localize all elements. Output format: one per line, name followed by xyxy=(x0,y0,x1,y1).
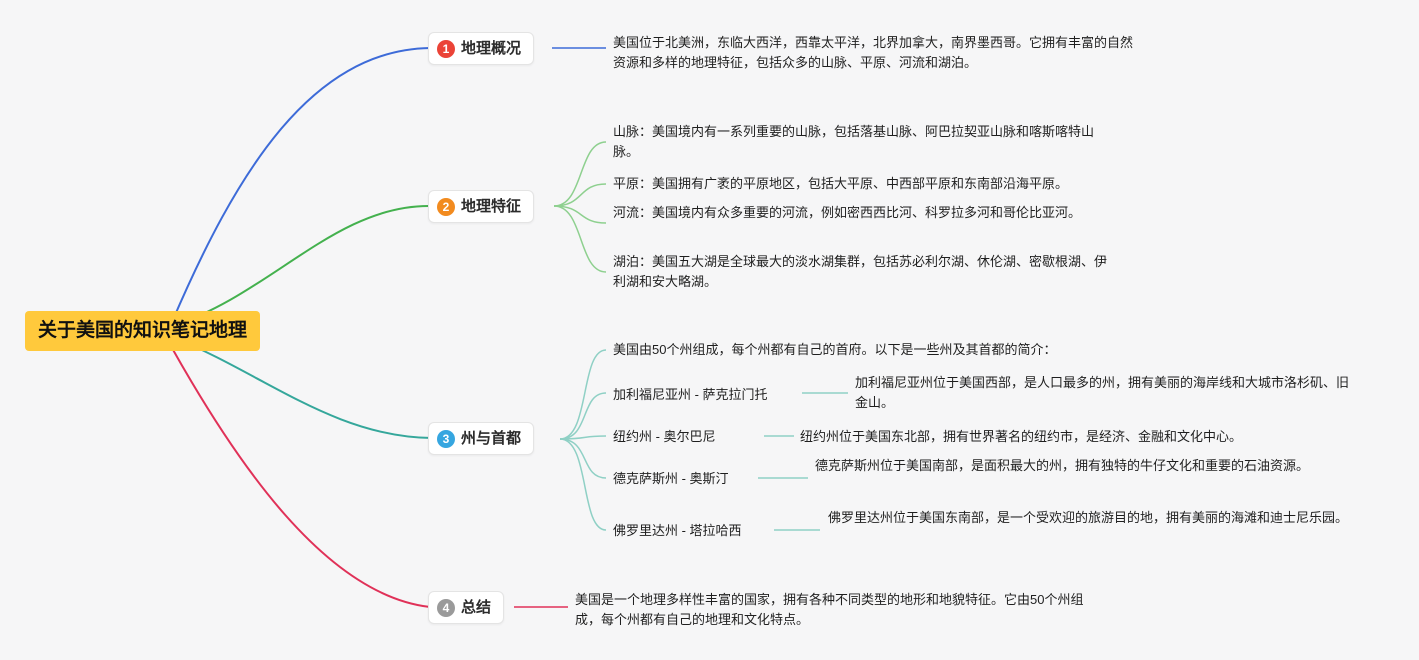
branch3-sub-curve-california xyxy=(559,392,607,440)
branch4-label: 总结 xyxy=(461,599,492,616)
feature-node-rivers[interactable]: 河流：美国境内有众多重要的河流，例如密西西比河、科罗拉多河和哥伦比亚河。 xyxy=(613,205,1082,220)
branch-node-geography-features[interactable]: 2 地理特征 xyxy=(428,190,535,223)
branch-node-geography-overview[interactable]: 1 地理概况 xyxy=(428,32,535,65)
branch3-curve xyxy=(174,337,433,439)
state-node-california[interactable]: 加利福尼亚州 - 萨克拉门托 xyxy=(613,387,768,402)
state-node-texas[interactable]: 德克萨斯州 - 奥斯汀 xyxy=(613,471,729,486)
feature-node-plains[interactable]: 平原：美国拥有广袤的平原地区，包括大平原、中西部平原和东南部沿海平原。 xyxy=(613,176,1069,191)
branch-node-states-capitals[interactable]: 3 州与首都 xyxy=(428,422,535,455)
branch1-text-node[interactable]: 美国位于北美洲，东临大西洋，西靠太平洋，北界加拿大，南界墨西哥。它拥有丰富的自然… xyxy=(613,35,1134,70)
branch1-label: 地理概况 xyxy=(461,40,522,57)
root-node[interactable]: 关于美国的知识笔记地理 xyxy=(25,311,261,351)
branch3-number-badge: 3 xyxy=(437,429,455,448)
feature-node-mountains[interactable]: 山脉：美国境内有一系列重要的山脉，包括落基山脉、阿巴拉契亚山脉和喀斯喀特山脉。 xyxy=(613,124,1095,159)
branch2-sub-curve-lakes xyxy=(553,205,607,273)
branch3-label: 州与首都 xyxy=(461,430,522,447)
branch2-sub-curve-rivers xyxy=(553,205,607,224)
branch2-label: 地理特征 xyxy=(461,198,522,215)
branch3-sub-curve-texas xyxy=(559,438,607,479)
state-desc-texas[interactable]: 德克萨斯州位于美国南部，是面积最大的州，拥有独特的牛仔文化和重要的石油资源。 xyxy=(815,458,1310,473)
branch2-sub-curve-mountains xyxy=(553,141,607,207)
branch1-curve xyxy=(171,47,431,323)
branch4-curve xyxy=(171,347,431,608)
state-desc-florida[interactable]: 佛罗里达州位于美国东南部，是一个受欢迎的旅游目的地，拥有美丽的海滩和迪士尼乐园。 xyxy=(828,510,1349,525)
state-desc-california[interactable]: 加利福尼亚州位于美国西部，是人口最多的州，拥有美丽的海岸线和大城市洛杉矶、旧金山… xyxy=(855,375,1350,410)
branch4-number-badge: 4 xyxy=(437,598,455,617)
feature-node-lakes[interactable]: 湖泊：美国五大湖是全球最大的淡水湖集群，包括苏必利尔湖、休伦湖、密歇根湖、伊利湖… xyxy=(613,254,1108,289)
branch3-sub-curve-newyork xyxy=(559,435,607,440)
state-desc-newyork[interactable]: 纽约州位于美国东北部，拥有世界著名的纽约市，是经济、金融和文化中心。 xyxy=(800,429,1243,444)
branch2-number-badge: 2 xyxy=(437,197,455,216)
branch2-sub-curve-plains xyxy=(553,183,607,207)
state-node-florida[interactable]: 佛罗里达州 - 塔拉哈西 xyxy=(613,523,742,538)
branch2-curve xyxy=(171,204,431,327)
branch1-number-badge: 1 xyxy=(437,39,455,58)
state-node-newyork[interactable]: 纽约州 - 奥尔巴尼 xyxy=(613,429,716,444)
branch-node-summary[interactable]: 4 总结 xyxy=(428,591,505,624)
branch3-sub-curve-intro xyxy=(559,349,607,440)
states-intro-node[interactable]: 美国由50个州组成，每个州都有自己的首府。以下是一些州及其首都的简介： xyxy=(613,342,1057,357)
branch3-sub-curve-florida xyxy=(559,438,607,531)
summary-text-node[interactable]: 美国是一个地理多样性丰富的国家，拥有各种不同类型的地形和地貌特征。它由50个州组… xyxy=(575,592,1084,627)
